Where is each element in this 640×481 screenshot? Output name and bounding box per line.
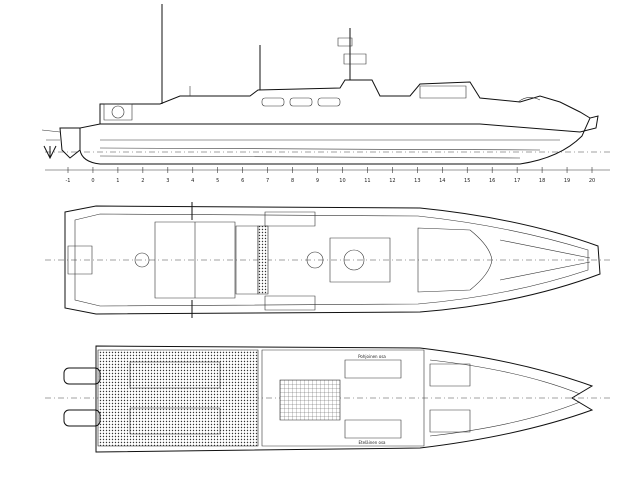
window-3 <box>318 98 340 106</box>
deck-grating <box>258 226 268 294</box>
station-tick-label: 3 <box>166 178 169 184</box>
station-tick-label: 6 <box>241 178 244 184</box>
interior-plan-view: Pohjoinen osa Eteläinen osa <box>45 346 610 452</box>
station-tick-label: 15 <box>464 178 470 184</box>
bow-deck-lines <box>500 240 590 280</box>
hull-side <box>80 116 598 164</box>
window-2 <box>290 98 312 106</box>
engine-starboard <box>130 408 220 434</box>
room-label-port: Eteläinen osa <box>358 440 386 445</box>
station-tick-label: 2 <box>141 178 144 184</box>
station-tick-label: 20 <box>589 178 595 184</box>
bench-port <box>345 420 401 438</box>
superstructure <box>100 80 590 124</box>
bridge-windows <box>420 86 466 98</box>
station-tick-label: 13 <box>414 178 420 184</box>
stern-deck-gear <box>68 246 92 274</box>
bridge-roof <box>418 228 492 292</box>
bow-inner-lines <box>430 360 580 436</box>
chine-line <box>100 148 540 150</box>
bench-starboard <box>345 360 401 378</box>
outboard-port <box>64 368 100 384</box>
station-tick-label: 1 <box>116 178 119 184</box>
station-tick-label: 4 <box>191 178 194 184</box>
outboard-motor <box>60 128 80 158</box>
room-label-starboard: Pohjoinen osa <box>358 354 386 359</box>
troop-deck-grating <box>280 380 340 420</box>
deck-window-strip-top <box>265 212 315 226</box>
window-1 <box>262 98 284 106</box>
deck-outline <box>65 206 600 314</box>
troop-compartment <box>262 350 424 446</box>
station-tick-label: 17 <box>514 178 520 184</box>
station-tick-label: 7 <box>266 178 269 184</box>
bow-compartment-bottom <box>430 410 470 432</box>
mast-platform <box>344 54 366 64</box>
interior-hull-outline <box>96 346 592 452</box>
motor-tiller <box>42 130 60 140</box>
station-tick-label: 18 <box>539 178 545 184</box>
bow-dome <box>518 97 540 102</box>
station-tick-label: 8 <box>291 178 294 184</box>
engine-room <box>98 350 258 446</box>
station-tick-label: 11 <box>364 178 370 184</box>
weapon-station <box>344 250 364 270</box>
deck-inner-edge <box>75 214 588 306</box>
station-tick-label: 19 <box>564 178 570 184</box>
deck-window-strip-bottom <box>265 296 315 310</box>
station-tick-label: 12 <box>389 178 395 184</box>
station-tick-label: 10 <box>339 178 345 184</box>
station-tick-label: 14 <box>439 178 445 184</box>
mid-deck-circle <box>307 252 323 268</box>
keel-line <box>100 156 520 158</box>
bow-compartment-top <box>430 364 470 386</box>
station-tick-label: -1 <box>66 178 71 184</box>
station-tick-label: 16 <box>489 178 495 184</box>
radar-dome <box>338 38 352 46</box>
wheelhouse-top <box>330 238 390 282</box>
station-tick-label: 0 <box>91 178 94 184</box>
stern-reel <box>112 106 124 118</box>
engine-port <box>130 362 220 388</box>
propeller <box>44 146 56 158</box>
aft-deck-circle <box>135 253 149 267</box>
station-tick-label: 9 <box>316 178 319 184</box>
outboard-starboard <box>64 410 100 426</box>
deck-plan-view <box>45 202 610 318</box>
stern-cabin <box>104 104 132 120</box>
station-tick-label: 5 <box>216 178 219 184</box>
